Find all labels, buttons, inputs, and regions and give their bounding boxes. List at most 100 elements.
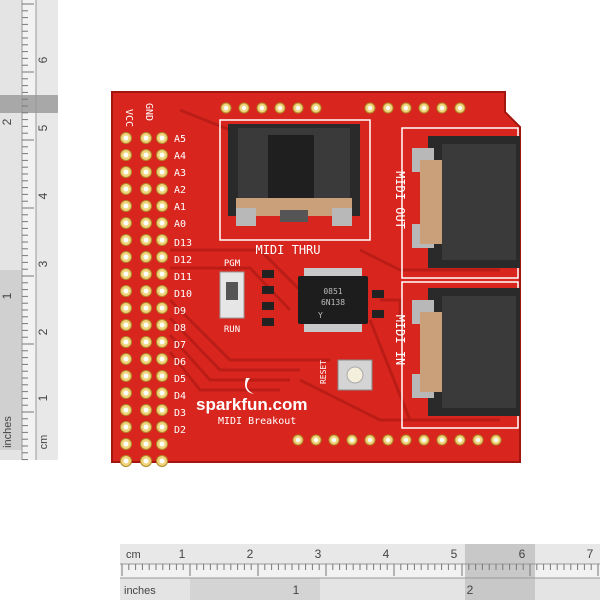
header-hole-center — [159, 186, 165, 192]
header-hole-center — [143, 271, 149, 277]
header-hole-center — [143, 135, 149, 141]
pin-label-d9: D9 — [174, 306, 186, 317]
header-hole-center — [143, 373, 149, 379]
bottom-ruler: cm 1 2 3 4 5 6 7 inches 1 2 — [120, 544, 600, 600]
bottom-ruler-cm-7: 7 — [587, 547, 594, 561]
pin-label-d4: D4 — [174, 391, 186, 402]
header-hole-center — [123, 237, 129, 243]
chip-mark: Y — [318, 311, 323, 320]
midi-thru-connector: MIDI THRU — [219, 119, 371, 257]
pin-label-a0: A0 — [174, 219, 186, 230]
header-hole-center — [493, 437, 499, 443]
header-hole-center — [143, 186, 149, 192]
header-hole-center — [123, 458, 129, 464]
left-ruler-cm-4: 4 — [36, 192, 50, 199]
header-hole-center — [123, 373, 129, 379]
pin-label-d5: D5 — [174, 374, 186, 385]
header-hole-center — [143, 254, 149, 260]
header-hole-center — [123, 152, 129, 158]
header-hole-center — [159, 288, 165, 294]
header-hole-center — [143, 169, 149, 175]
pin-label-a5: A5 — [174, 134, 186, 145]
header-hole-center — [123, 254, 129, 260]
header-holes-top — [220, 102, 466, 114]
bottom-ruler-cm-3: 3 — [315, 547, 322, 561]
header-hole-center — [159, 441, 165, 447]
sparkfun-logo: sparkfun.com MIDI Breakout — [196, 378, 307, 427]
gnd-label: GND — [143, 103, 154, 121]
pin-label-a4: A4 — [174, 151, 186, 162]
header-hole-center — [367, 105, 373, 111]
header-hole-center — [159, 424, 165, 430]
header-hole-center — [159, 135, 165, 141]
header-hole-center — [295, 437, 301, 443]
header-hole-center — [259, 105, 265, 111]
header-hole-center — [123, 305, 129, 311]
header-hole-center — [159, 356, 165, 362]
pgm-run-switch[interactable]: PGM RUN — [219, 259, 245, 335]
midi-out-label: MIDI OUT — [393, 171, 407, 229]
left-ruler-cm-1: 1 — [36, 394, 50, 401]
bottom-ruler-cm-6: 6 — [519, 547, 526, 561]
header-hole-center — [123, 186, 129, 192]
header-holes-left — [120, 132, 168, 467]
header-hole-center — [159, 237, 165, 243]
header-hole-center — [159, 271, 165, 277]
header-holes-bottom — [292, 434, 502, 446]
header-hole-center — [123, 135, 129, 141]
left-ruler-inch-1: 1 — [0, 292, 14, 299]
chip-text-line2: 6N138 — [321, 298, 345, 307]
pin-label-d12: D12 — [174, 255, 192, 266]
pin-label-d6: D6 — [174, 357, 186, 368]
optocoupler-chip: 0851 6N138 Y — [298, 268, 368, 332]
header-hole-center — [123, 441, 129, 447]
header-hole-center — [123, 407, 129, 413]
left-ruler-cm-6: 6 — [36, 56, 50, 63]
left-ruler-cm-unit: cm — [38, 435, 50, 450]
header-hole-center — [159, 203, 165, 209]
header-hole-center — [475, 437, 481, 443]
pin-label-d2: D2 — [174, 425, 186, 436]
left-ruler-inch-2: 2 — [0, 118, 14, 125]
header-hole-center — [159, 390, 165, 396]
header-hole-center — [123, 288, 129, 294]
left-ruler-inch-unit: inches — [2, 416, 14, 448]
header-hole-center — [159, 458, 165, 464]
header-hole-center — [123, 356, 129, 362]
smd-components — [262, 270, 384, 326]
header-hole-center — [403, 105, 409, 111]
header-hole-center — [123, 322, 129, 328]
midi-in-label: MIDI IN — [393, 315, 407, 366]
header-hole-center — [241, 105, 247, 111]
reset-button[interactable]: RESET — [319, 359, 373, 391]
pin-label-a1: A1 — [174, 202, 186, 213]
reset-label: RESET — [319, 360, 328, 384]
left-ruler-cm-3: 3 — [36, 260, 50, 267]
left-ruler-cm-2: 2 — [36, 328, 50, 335]
header-hole-center — [159, 220, 165, 226]
header-hole-center — [223, 105, 229, 111]
bottom-ruler-inch-1: 1 — [293, 583, 300, 597]
product-text: MIDI Breakout — [218, 416, 296, 427]
header-hole-center — [143, 203, 149, 209]
header-hole-center — [159, 373, 165, 379]
header-hole-center — [457, 105, 463, 111]
header-hole-center — [367, 437, 373, 443]
pin-label-a3: A3 — [174, 168, 186, 179]
bottom-ruler-inch-2: 2 — [467, 583, 474, 597]
header-hole-center — [331, 437, 337, 443]
header-hole-center — [159, 322, 165, 328]
header-hole-center — [159, 407, 165, 413]
header-hole-center — [143, 441, 149, 447]
brand-text: sparkfun.com — [196, 395, 307, 414]
header-hole-center — [159, 339, 165, 345]
pin-label-d10: D10 — [174, 289, 192, 300]
bottom-ruler-cm-2: 2 — [247, 547, 254, 561]
pcb-board: VCC GND A5 A4 A3 A2 A1 A0 D13 D12 D11 D1… — [111, 91, 521, 467]
left-ruler-cm-5: 5 — [36, 124, 50, 131]
header-hole-center — [143, 305, 149, 311]
pin-label-d3: D3 — [174, 408, 186, 419]
header-hole-center — [143, 458, 149, 464]
header-hole-center — [123, 220, 129, 226]
